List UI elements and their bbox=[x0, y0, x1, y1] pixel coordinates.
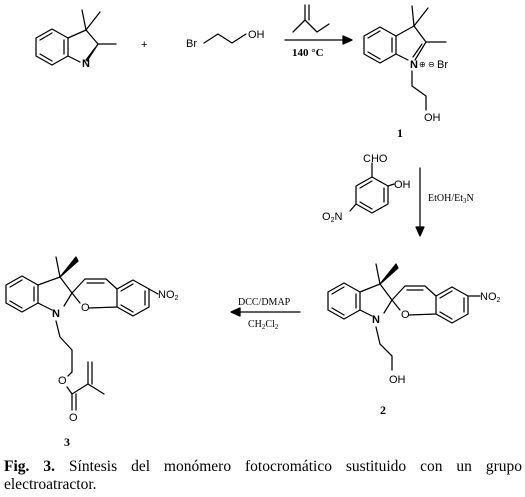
spiropyran-hydroxyl-product: N O NO2 OH bbox=[327, 263, 501, 386]
hydroxyl-label: OH bbox=[248, 29, 265, 41]
hydroxyl-label: OH bbox=[389, 374, 406, 386]
indolium-nitrogen-label: N bbox=[410, 59, 418, 71]
plus-sign: + bbox=[141, 39, 147, 51]
nitro-group-label: NO2 bbox=[480, 291, 501, 304]
compound-number-1: 1 bbox=[397, 126, 403, 140]
pyran-oxygen-label: O bbox=[401, 309, 410, 321]
base-conditions-label: EtOH/Et3N bbox=[428, 193, 474, 205]
temperature-label: 140 °C bbox=[292, 47, 324, 59]
reaction-arrow-1: 140 °C bbox=[284, 4, 353, 59]
pyran-oxygen-label: O bbox=[81, 302, 90, 314]
reaction-arrow-3: DCC/DMAP CH2Cl2 bbox=[230, 297, 301, 331]
nitrosalicylaldehyde-reagent: CHO OH O2N bbox=[322, 153, 411, 224]
nitrogen-atom-label: N bbox=[82, 58, 90, 70]
bromine-label: Br bbox=[186, 38, 197, 50]
figure-caption: Fig. 3. Síntesis del monómero fotocromát… bbox=[4, 458, 522, 494]
indolium-salt-product: N ⊕ ⊖ Br OH bbox=[363, 5, 448, 124]
compound-number-2: 2 bbox=[380, 403, 386, 417]
compound-number-3: 3 bbox=[64, 435, 70, 449]
coupling-reagents-label: DCC/DMAP bbox=[238, 297, 291, 308]
bromoethanol-reactant: Br OH bbox=[186, 29, 265, 50]
bromide-label: Br bbox=[437, 59, 448, 71]
figure-caption-text: Síntesis del monómero fotocromático sust… bbox=[4, 458, 523, 493]
hydroxyl-label: OH bbox=[424, 112, 441, 124]
indolenine-reactant: N bbox=[35, 9, 117, 70]
spiro-nitrogen-label: N bbox=[52, 308, 60, 320]
nitro-group-label: O2N bbox=[322, 211, 342, 224]
phenol-hydroxyl-label: OH bbox=[394, 179, 411, 191]
figure-label: Fig. 3. bbox=[4, 458, 55, 475]
ester-oxygen-label: O bbox=[58, 375, 67, 387]
reaction-arrow-2: EtOH/Et3N bbox=[415, 167, 474, 237]
aldehyde-label: CHO bbox=[363, 153, 388, 165]
carbonyl-oxygen-label: O bbox=[69, 412, 78, 424]
nitro-group-label: NO2 bbox=[158, 289, 179, 302]
spiropyran-methacrylate-product: N O NO2 O O bbox=[5, 256, 179, 424]
solvent-label: CH2Cl2 bbox=[248, 319, 279, 331]
negative-charge: ⊖ bbox=[428, 60, 435, 69]
spiro-nitrogen-label: N bbox=[372, 314, 380, 326]
butanone-skeleton bbox=[292, 19, 330, 33]
positive-charge: ⊕ bbox=[419, 60, 426, 69]
